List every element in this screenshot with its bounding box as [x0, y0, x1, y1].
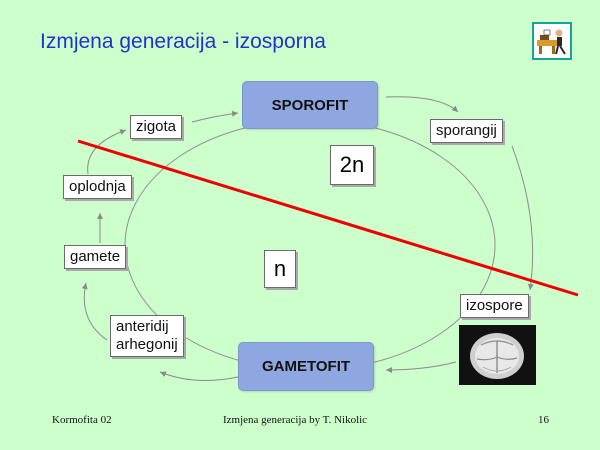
gametes-box: gamete [64, 245, 127, 269]
spores-box: izospore [460, 294, 529, 318]
sporophyte-label: SPOROFIT [271, 96, 349, 114]
arrow-zygote-to-sporophyte [191, 110, 239, 123]
footer-title: Izmjena generacija by T. Nikolic [223, 414, 368, 426]
page-number: 16 [538, 414, 549, 426]
slide-title: Izmjena generacija - izosporna [40, 30, 326, 53]
footer-course: Kormofita 02 [52, 414, 112, 426]
arrow-fertilization-to-zygote [87, 129, 127, 175]
gametangia-box: anteridij arhegonij [110, 315, 184, 357]
arrow-gametangia-to-gametes [81, 282, 108, 341]
arrow-sporophyte-to-sporangium [385, 96, 459, 113]
antheridium-label: anteridij [116, 318, 169, 335]
isospore-micrograph [459, 325, 536, 385]
ploidy-divider-line [77, 139, 579, 297]
sporangium-box: sporangij [430, 119, 503, 143]
archegonium-label: arhegonij [116, 336, 178, 353]
arrow-spores-to-gametophyte [385, 361, 457, 373]
sporophyte-phase: SPOROFIT [242, 81, 378, 129]
haploid-label: n [264, 250, 296, 288]
diploid-label: 2n [330, 145, 374, 185]
arrow-sporangium-to-spores [511, 145, 534, 291]
gametophyte-label: GAMETOFIT [261, 358, 351, 375]
fertilization-box: oplodnja [63, 175, 132, 199]
teacher-at-desk-icon[interactable] [532, 22, 572, 60]
gametophyte-phase: GAMETOFIT [238, 342, 374, 391]
arrow-gametophyte-to-gametangia [159, 371, 239, 381]
zygote-box: zigota [130, 115, 183, 139]
